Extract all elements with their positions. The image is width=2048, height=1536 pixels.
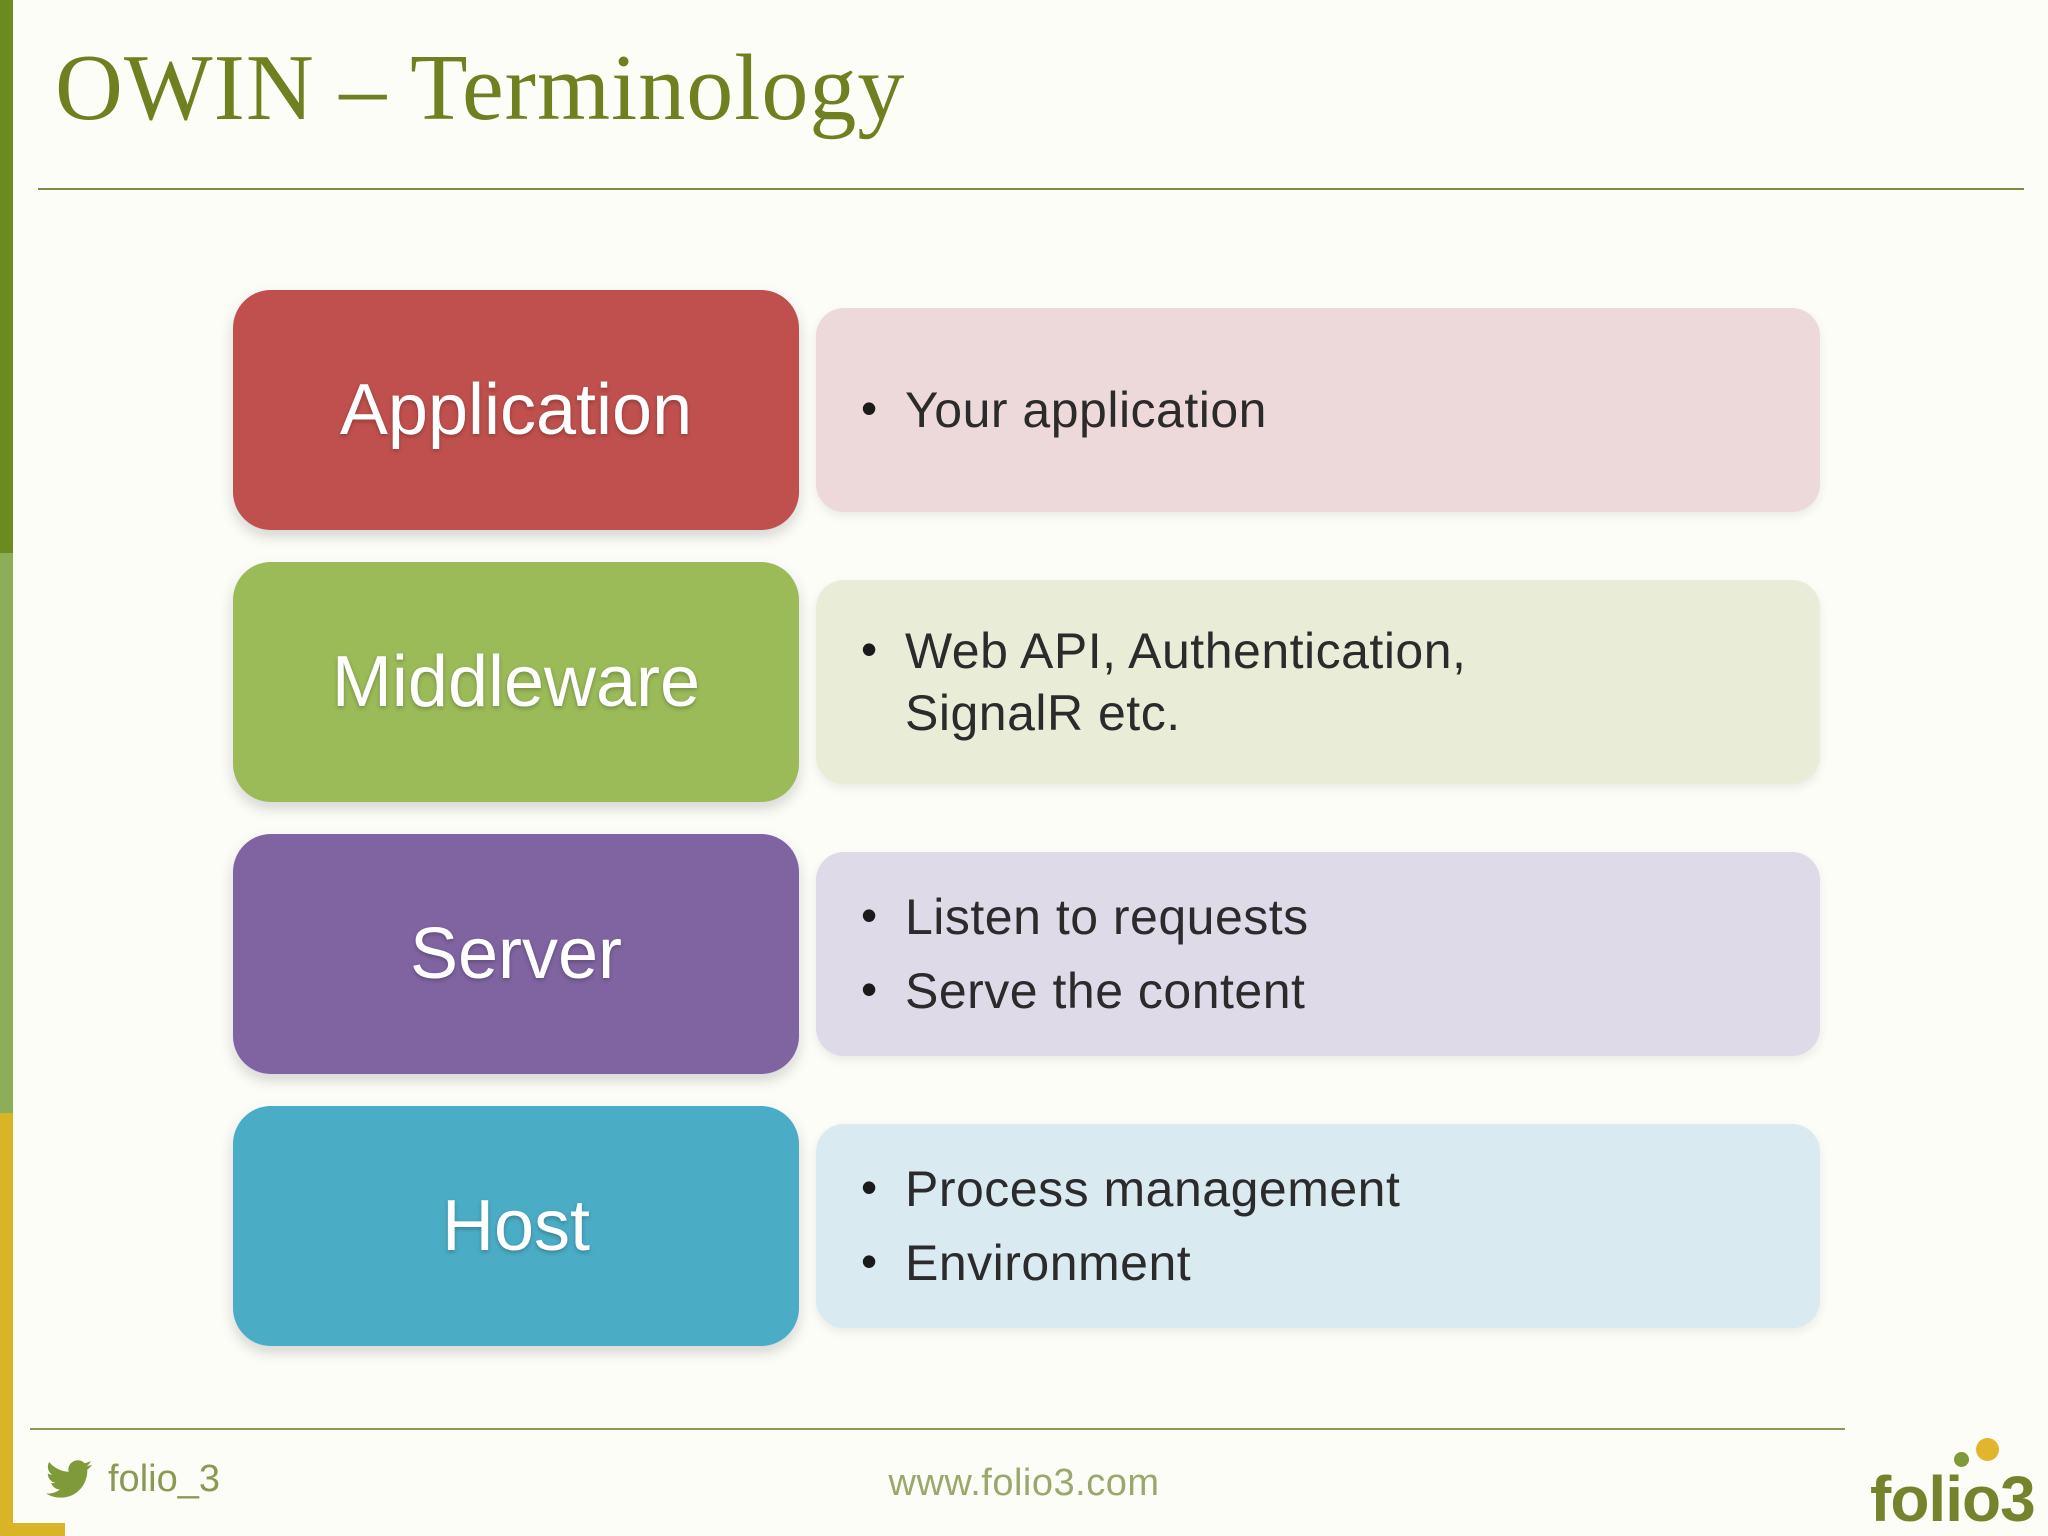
logo-dot-gold — [1976, 1438, 1999, 1461]
bullet-dot: • — [861, 888, 878, 941]
bullet-dot: • — [861, 963, 878, 1015]
left-accent-bar-top — [0, 0, 13, 553]
left-accent-bar-middle — [0, 553, 13, 1113]
desc-box-application: • Your application — [816, 308, 1820, 512]
bullet-text: Listen to requests — [905, 888, 1309, 945]
bullet-item: • Web API, Authentication, SignalR etc. — [861, 620, 1820, 745]
bullet-item: • Listen to requests — [861, 886, 1820, 949]
twitter-handle: folio_3 — [108, 1457, 220, 1500]
footer-website: www.folio3.com — [888, 1462, 1160, 1504]
bullet-text: Environment — [905, 1235, 1192, 1291]
logo-dot-green — [1954, 1452, 1969, 1467]
slide-title: OWIN – Terminology — [55, 36, 906, 140]
bullet-item: • Environment — [861, 1232, 1820, 1295]
term-box-host: Host — [233, 1106, 799, 1346]
title-underline — [38, 188, 2024, 190]
bullet-dot: • — [861, 1160, 878, 1213]
term-box-middleware: Middleware — [233, 562, 799, 802]
term-box-application: Application — [233, 290, 799, 530]
bullet-item: • Your application — [861, 379, 1820, 442]
bullet-dot: • — [861, 622, 878, 675]
bottom-left-accent-chip — [13, 1523, 65, 1536]
term-label: Middleware — [331, 642, 701, 722]
footer-twitter: folio_3 — [46, 1456, 220, 1502]
left-accent-bar-bottom — [0, 1113, 13, 1536]
bullet-item: • Serve the content — [861, 960, 1820, 1023]
term-label: Server — [409, 914, 623, 994]
folio3-logo: folio3 — [1870, 1436, 2040, 1536]
bullet-dot: • — [861, 1235, 878, 1287]
footer-divider — [30, 1428, 1845, 1430]
bullet-text: Serve the content — [905, 963, 1306, 1019]
bullet-text: Your application — [905, 381, 1267, 438]
desc-box-server: • Listen to requests • Serve the content — [816, 852, 1820, 1056]
desc-box-middleware: • Web API, Authentication, SignalR etc. — [816, 580, 1820, 784]
bullet-item: • Process management — [861, 1158, 1820, 1221]
term-label: Host — [441, 1186, 591, 1266]
bullet-text: Process management — [905, 1160, 1401, 1217]
logo-text: folio3 — [1870, 1463, 2036, 1535]
desc-box-host: • Process management • Environment — [816, 1124, 1820, 1328]
term-label: Application — [339, 370, 693, 450]
term-box-server: Server — [233, 834, 799, 1074]
twitter-bird-icon — [46, 1456, 92, 1502]
bullet-dot: • — [861, 381, 878, 434]
bullet-text: Web API, Authentication, SignalR etc. — [905, 622, 1467, 742]
